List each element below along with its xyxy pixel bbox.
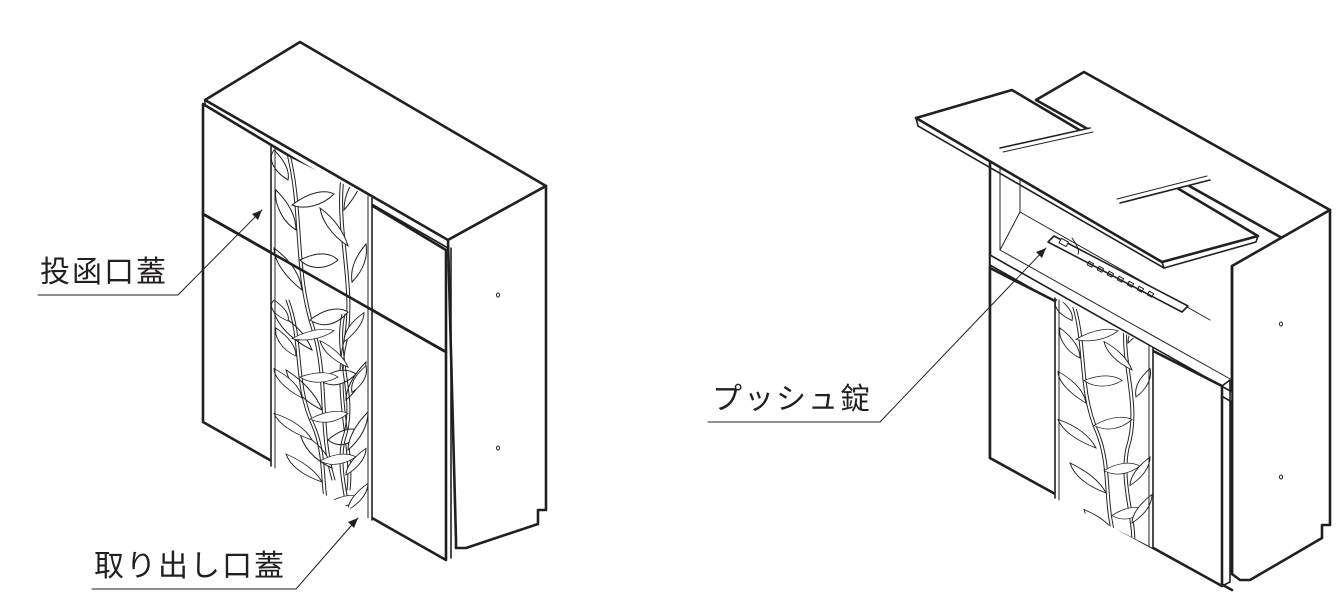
label-slot-lid: 投函口蓋 bbox=[40, 255, 168, 290]
callout-push-lock bbox=[707, 247, 1047, 423]
label-retrieval-lid: 取り出し口蓋 bbox=[94, 549, 286, 584]
callout-slot-lid bbox=[37, 209, 263, 296]
closed-cabinet bbox=[201, 40, 548, 562]
push-lock-panel bbox=[1047, 235, 1189, 313]
callout-retrieval-lid bbox=[91, 517, 359, 590]
label-push-lock: プッシュ錠 bbox=[712, 382, 872, 417]
open-cabinet bbox=[914, 70, 1332, 592]
